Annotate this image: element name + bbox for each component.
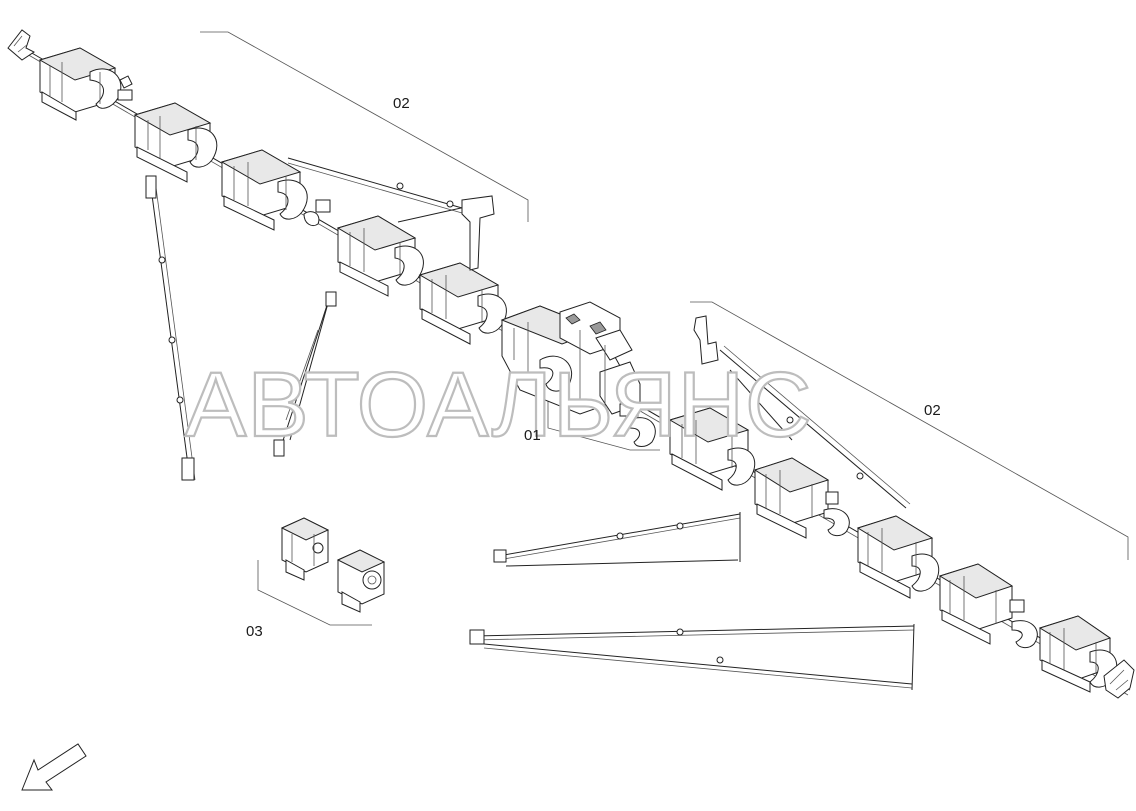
coupling-3 — [303, 199, 331, 227]
coupling-7 — [823, 491, 850, 537]
end-cap-right — [1103, 659, 1135, 699]
auger-segment-8 — [856, 515, 940, 599]
strut-left-short — [273, 291, 337, 457]
drive-housing-2 — [336, 549, 386, 613]
end-cap-left — [7, 29, 35, 61]
tie-rod-frame-bottom — [469, 623, 915, 691]
central-gearbox-assembly — [500, 301, 656, 447]
auger-segment-5 — [418, 262, 507, 345]
coupling-9 — [1009, 599, 1038, 649]
callout-label-right: 02 — [924, 402, 941, 419]
auger-segment-3 — [220, 149, 308, 231]
drive-housing-1 — [280, 517, 330, 581]
arrow-down-left-icon — [21, 743, 87, 791]
auger-segment-10 — [1038, 615, 1118, 693]
auger-segment-7 — [753, 457, 830, 539]
watermark: АВТОАЛЬЯНС — [185, 354, 813, 456]
strut-left-long — [145, 175, 196, 481]
auger-segment-4 — [336, 215, 424, 297]
callout-label-top: 02 — [393, 95, 410, 112]
callout-bracket-bottom-left — [257, 560, 372, 626]
callout-bracket-top — [200, 31, 529, 222]
auger-segment-1 — [38, 47, 122, 121]
strut-top — [287, 157, 495, 271]
coupling-1 — [117, 75, 133, 101]
auger-segment-9 — [938, 563, 1014, 645]
strut-right — [693, 315, 911, 509]
callout-bracket-right — [690, 301, 1129, 560]
auger-segment-6 — [668, 407, 756, 491]
callout-label-bottom-left: 03 — [246, 623, 263, 640]
auger-segment-2 — [133, 102, 218, 183]
tie-rod-frame-middle — [493, 512, 741, 567]
callout-label-center: 01 — [524, 427, 541, 444]
